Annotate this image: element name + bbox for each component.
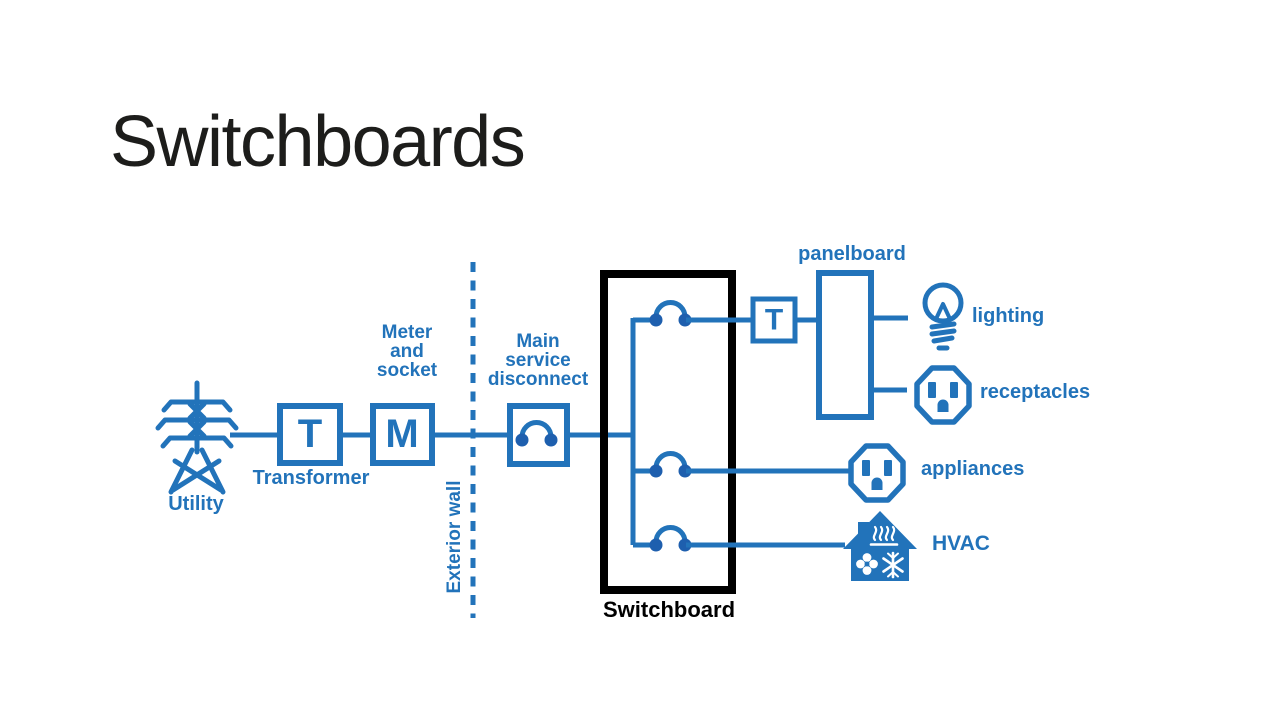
- hvac-label: HVAC: [932, 532, 990, 555]
- panelboard-label: panelboard: [798, 243, 906, 265]
- snowflake-glyph: [882, 551, 904, 579]
- main-service-disconnect-box: [507, 403, 570, 467]
- meter-box: [370, 403, 435, 466]
- fan-glyph: [856, 553, 878, 575]
- circuit-breaker-icon: [515, 420, 558, 447]
- meter-label: Meter and socket: [376, 322, 438, 381]
- transmission-tower-icon: [155, 380, 239, 495]
- appliances-label: appliances: [921, 458, 1025, 480]
- meter-symbol: M: [385, 412, 419, 456]
- receptacles-label: receptacles: [980, 381, 1091, 403]
- panelboard-box: [816, 270, 874, 420]
- page-title: Switchboards: [110, 102, 526, 183]
- lighting-label: lighting: [972, 305, 1045, 327]
- light-bulb-icon: [922, 282, 964, 351]
- circuit-breaker-icon: [649, 451, 692, 478]
- transformer-symbol: T: [297, 412, 323, 456]
- switchboard-label: Switchboard: [602, 597, 736, 622]
- power-outlet-icon: [917, 368, 969, 422]
- transformer-box: [277, 403, 343, 466]
- power-outlet-icon: [851, 446, 903, 500]
- main-service-disconnect-label: Main service disconnect: [487, 331, 589, 390]
- panel-transformer-symbol: T: [764, 303, 784, 337]
- feeder-appliances: [633, 451, 850, 478]
- transformer-label: Transformer: [252, 467, 370, 489]
- switchboard-enclosure: [600, 270, 736, 594]
- utility-label: Utility: [168, 493, 224, 515]
- heat-waves-glyph: [869, 525, 899, 546]
- feeder-panelboard: [633, 270, 908, 420]
- circuit-breaker-icon: [649, 300, 692, 327]
- feeder-hvac: [633, 525, 845, 552]
- exterior-wall-label: Exterior wall: [444, 480, 466, 594]
- circuit-breaker-icon: [649, 525, 692, 552]
- house-climate-icon: [843, 511, 917, 581]
